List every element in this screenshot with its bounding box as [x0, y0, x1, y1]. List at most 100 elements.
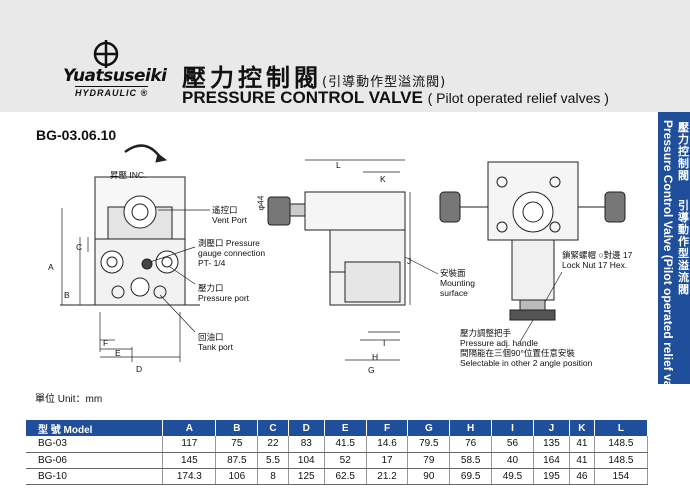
table-cell: 106 [215, 468, 259, 485]
table-cell: 69.5 [449, 468, 493, 485]
table-cell: 174.3 [162, 468, 217, 485]
table-header-model: 型 號 Model [26, 420, 164, 436]
table-cell-model: BG-10 [26, 468, 164, 485]
dim-label-a: A [48, 262, 54, 272]
label-lock-nut: 鎖緊螺帽 ○對邊 17 Lock Nut 17 Hex. [562, 250, 633, 270]
front-view [60, 144, 200, 306]
label-inc: 昇壓 INC. [110, 170, 147, 180]
dim-label-d: D [136, 364, 143, 374]
title-chinese-sub: (引導動作型溢流閥) [322, 75, 447, 90]
table-cell: 52 [324, 452, 367, 469]
table-header: F [366, 420, 409, 436]
title-chinese: 壓力控制閥(引導動作型溢流閥) [182, 58, 446, 93]
table-cell: 83 [288, 436, 325, 453]
table-cell: 41.5 [324, 436, 367, 453]
front-dimensions [61, 208, 181, 362]
table-cell: 46 [569, 468, 595, 485]
table-header: G [407, 420, 451, 436]
side-tab-chinese-sub: 引導動作型溢流閥 [678, 200, 689, 296]
label-tank-port: 回油口 Tank port [198, 332, 233, 352]
table-cell: 154 [594, 468, 649, 485]
logo-icon [93, 40, 119, 68]
side-tab-chinese: 壓力控制閥 [678, 122, 689, 182]
title-chinese-main: 壓力控制閥 [182, 64, 322, 92]
table-cell-model: BG-06 [26, 452, 164, 469]
model-code: BG-03.06.10 [36, 127, 117, 143]
table-cell: 56 [491, 436, 534, 453]
label-vent-port: 遙控口 Vent Port [212, 205, 247, 225]
table-header: L [594, 420, 649, 436]
table-cell-model: BG-03 [26, 436, 164, 453]
table-cell: 40 [491, 452, 534, 469]
table-cell: 125 [288, 468, 325, 485]
table-header: J [533, 420, 571, 436]
table-cell: 76 [449, 436, 493, 453]
table-cell: 21.2 [366, 468, 409, 485]
technical-drawing [60, 144, 626, 362]
dim-label-i: I [383, 338, 386, 348]
label-gauge-connection: 測壓口 Pressure gauge connection PT- 1/4 [198, 238, 266, 268]
dim-label-g: G [368, 365, 375, 375]
dim-label-phi44: φ44 [255, 195, 266, 211]
table-header: K [569, 420, 595, 436]
table-header: I [491, 420, 534, 436]
table-cell: 195 [533, 468, 571, 485]
dim-label-f: F [103, 338, 109, 348]
dim-label-b: B [64, 290, 70, 300]
leader-lines [149, 209, 563, 343]
table-header: C [257, 420, 289, 436]
brand-name: Yuatsuseiki [63, 66, 167, 86]
table-cell: 41 [569, 452, 595, 469]
table-cell: 5.5 [257, 452, 289, 469]
table-cell: 79 [407, 452, 451, 469]
table-cell: 87.5 [215, 452, 259, 469]
table-cell: 49.5 [491, 468, 534, 485]
table-cell: 62.5 [324, 468, 367, 485]
table-header: H [449, 420, 493, 436]
table-cell: 22 [257, 436, 289, 453]
top-view [439, 161, 626, 321]
table-cell: 148.5 [594, 436, 649, 453]
table-cell: 79.5 [407, 436, 451, 453]
dim-label-h: H [372, 352, 379, 362]
title-english-main: PRESSURE CONTROL VALVE [182, 88, 423, 107]
table-header-row: 型 號 Model A B C D E F G H I J K L [26, 420, 649, 436]
label-mounting-surface: 安裝面 Mounting surface [440, 268, 475, 298]
label-pressure-port: 壓力口 Pressure port [198, 283, 250, 303]
side-view [267, 159, 411, 361]
table-cell: 58.5 [449, 452, 493, 469]
table-cell: 17 [366, 452, 409, 469]
table-cell: 117 [162, 436, 217, 453]
side-tab-english: Pressure Control Valve (Pilot operated r… [661, 120, 675, 415]
table-cell: 8 [257, 468, 289, 485]
title-english: PRESSURE CONTROL VALVE ( Pilot operated … [182, 88, 609, 108]
dim-label-c: C [76, 242, 83, 252]
table-cell: 145 [162, 452, 217, 469]
side-tab: Pressure Control Valve (Pilot operated r… [658, 112, 690, 415]
table-header: D [288, 420, 325, 436]
table-cell: 41 [569, 436, 595, 453]
dim-label-e: E [115, 348, 121, 358]
title-english-sub: ( Pilot operated relief valves ) [427, 90, 609, 106]
unit-label: 單位 Unit：mm [35, 394, 103, 405]
table-header: A [162, 420, 217, 436]
table-cell: 90 [407, 468, 451, 485]
header-band: Yuatsuseiki HYDRAULIC ® 壓力控制閥(引導動作型溢流閥) … [0, 0, 690, 112]
table-cell: 75 [215, 436, 259, 453]
table-cell: 14.6 [366, 436, 409, 453]
dim-label-l: L [336, 160, 341, 170]
table-cell: 135 [533, 436, 571, 453]
table-cell: 148.5 [594, 452, 649, 469]
table-header: B [215, 420, 259, 436]
dim-label-k: K [380, 174, 386, 184]
brand-subtitle: HYDRAULIC ® [75, 86, 149, 98]
table-cell: 104 [288, 452, 325, 469]
dim-label-j: J [407, 256, 412, 266]
table-cell: 164 [533, 452, 571, 469]
label-adjust-handle: 壓力調整把手 Pressure adj. handle 間隔能在三個90°位置任… [460, 328, 593, 368]
